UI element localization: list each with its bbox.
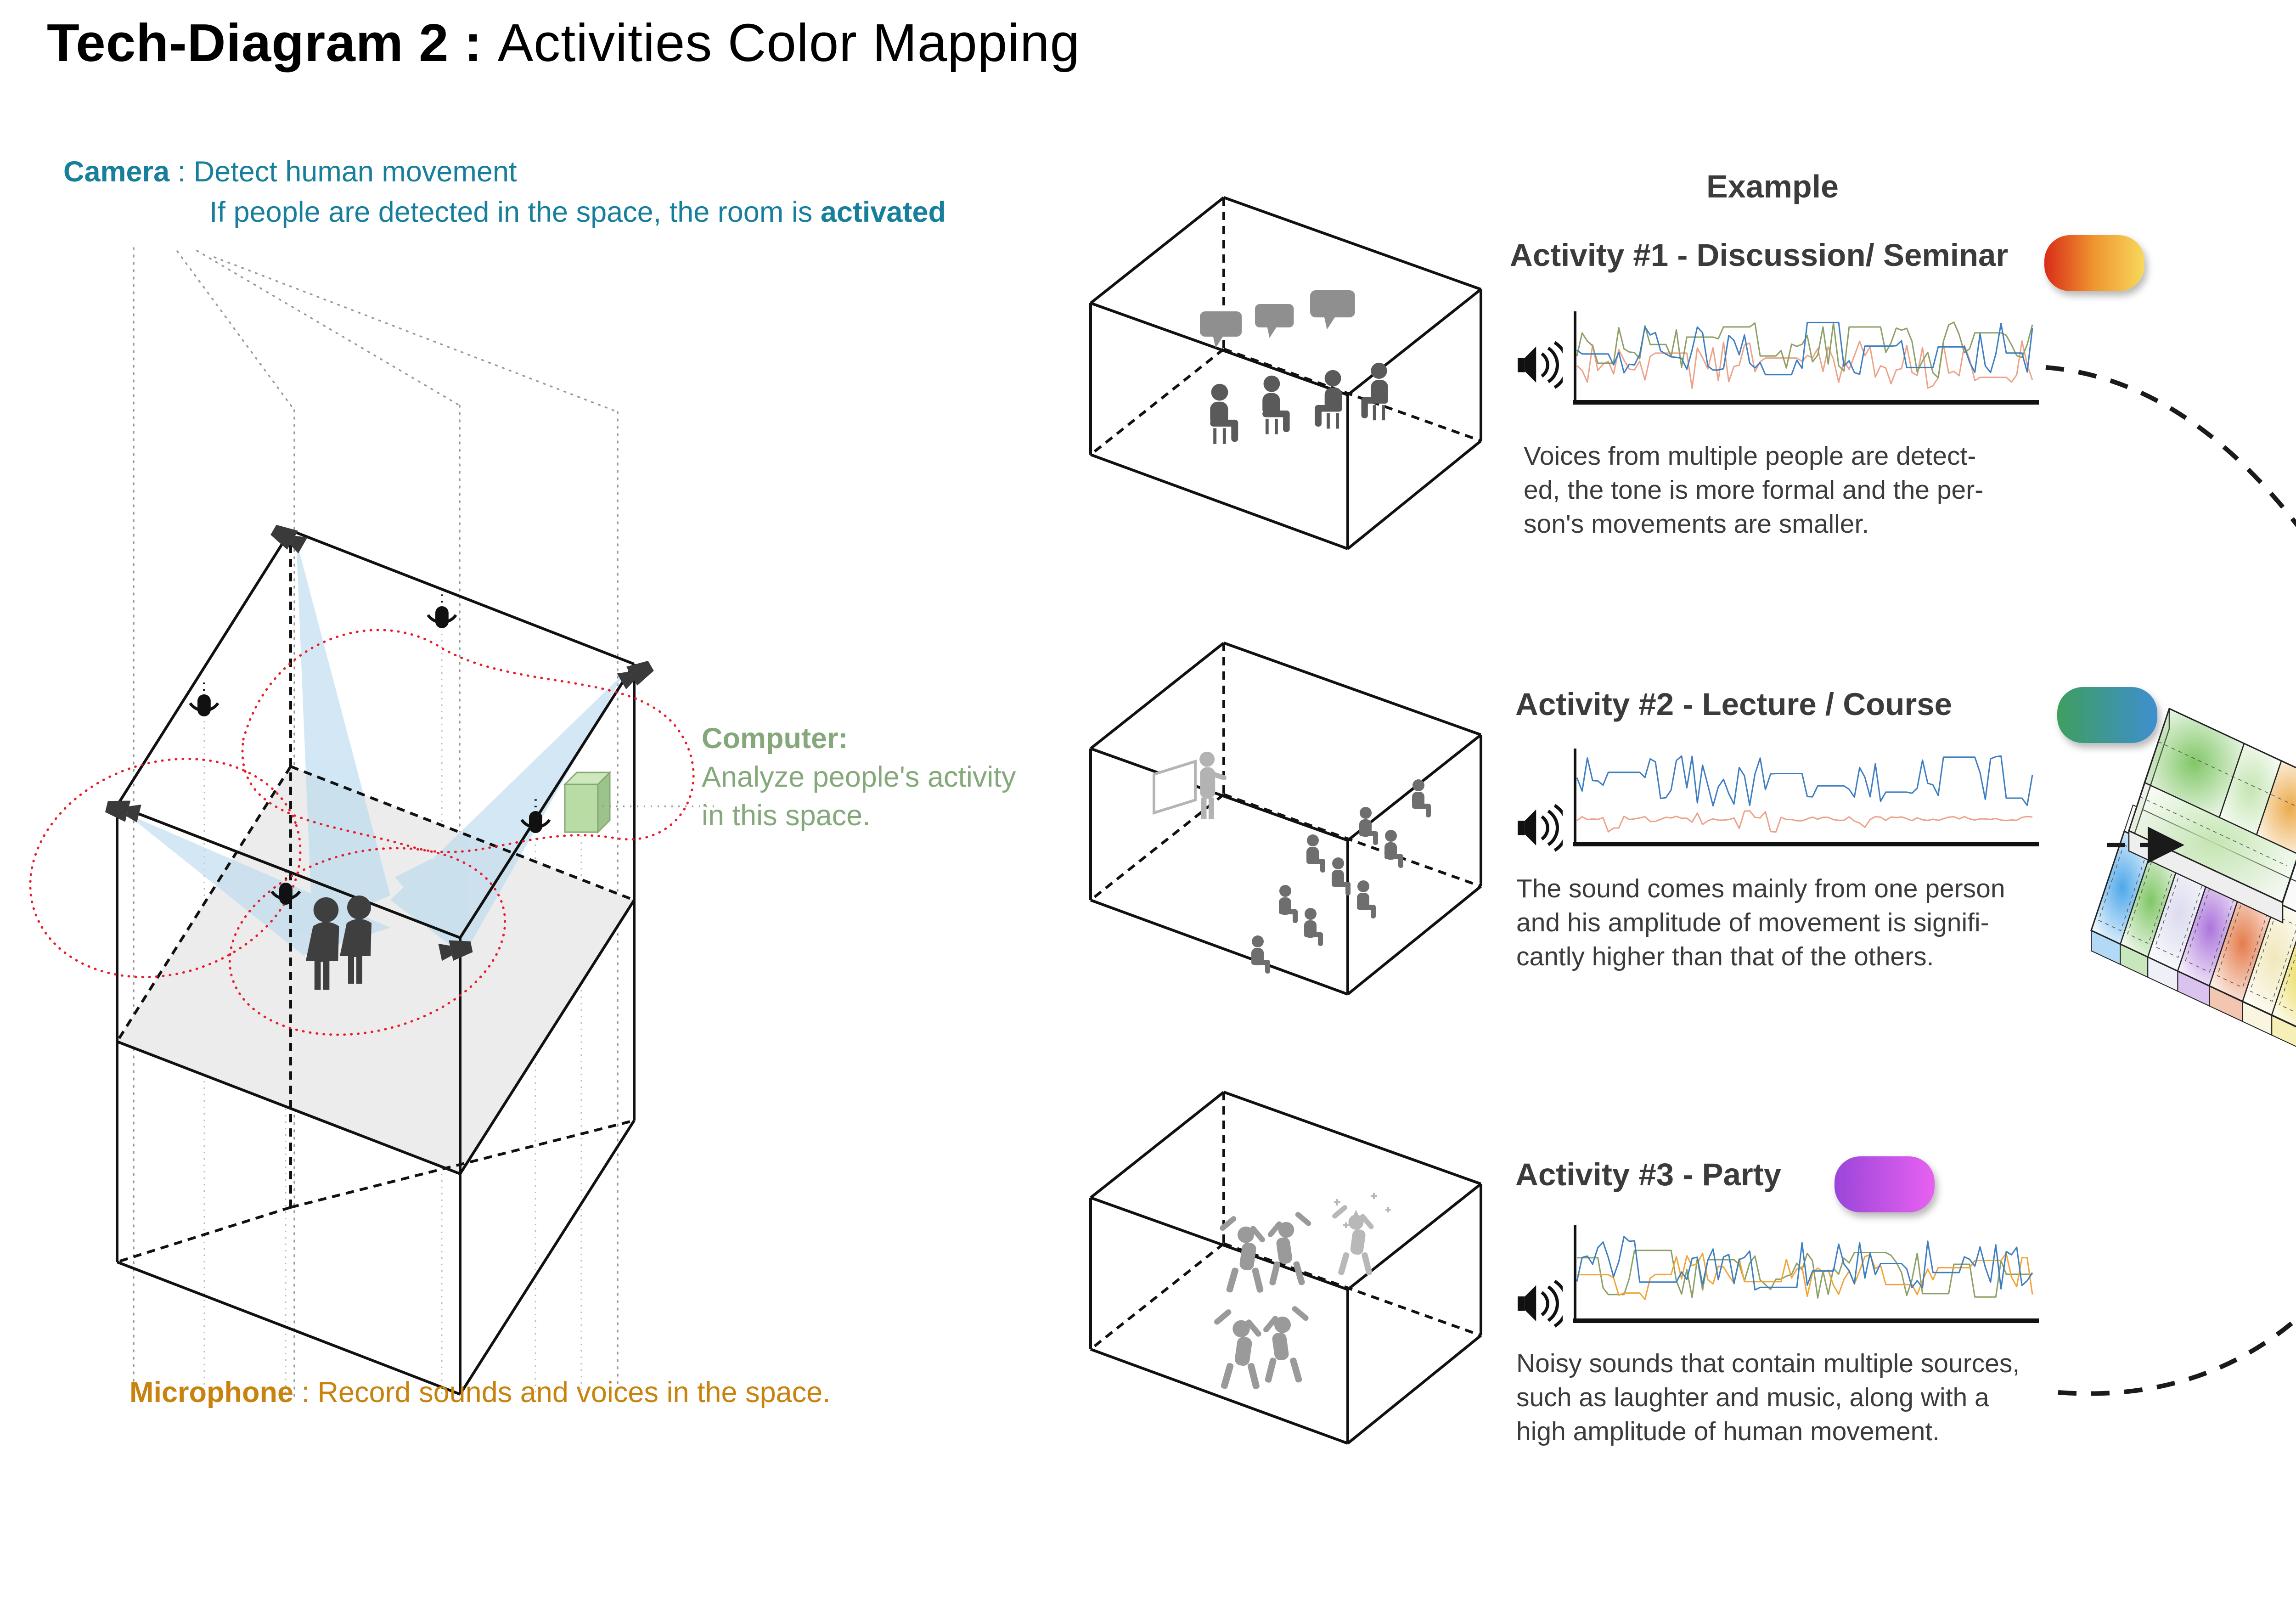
computer-text: Analyze people's activity — [702, 761, 1016, 793]
example-heading: Example — [1706, 169, 1839, 204]
activity3-color-pill — [1835, 1156, 1935, 1212]
activity1-cube — [1089, 196, 1482, 550]
party-hat-dancer — [1331, 1193, 1391, 1276]
camera-text: : Detect human movement — [169, 156, 517, 188]
speaker-icon — [1518, 804, 1563, 852]
computer-annotation: Computer: Analyze people's activity in t… — [702, 719, 1016, 835]
activity3-waveform — [1573, 1225, 2039, 1323]
computer-box — [563, 771, 612, 834]
page-title: Tech-Diagram 2 : Activities Color Mappin… — [47, 12, 1080, 73]
speaker-icon — [1518, 1279, 1563, 1328]
activity1-description: Voices from multiple people are detect-e… — [1524, 441, 1984, 539]
activity1-waveform — [1573, 311, 2039, 405]
computer-label: Computer: — [702, 722, 848, 755]
activity2-title: Activity #2 - Lecture / Course — [1515, 687, 1952, 722]
camera-label: Camera — [63, 156, 170, 188]
camera-annotation: Camera : Detect human movement If people… — [63, 152, 946, 232]
activity2-waveform — [1573, 749, 2039, 846]
title-prefix: Tech-Diagram 2 : — [47, 13, 498, 73]
camera-view-cones — [126, 540, 625, 955]
activity1-color-pill — [2044, 235, 2144, 291]
activity3-title: Activity #3 - Party — [1515, 1157, 1782, 1192]
arrow-activity1-to-map — [2045, 365, 2296, 528]
activity2-color-pill — [2057, 687, 2157, 743]
title-rest: Activities Color Mapping — [497, 13, 1080, 73]
activity2-cube — [1089, 642, 1482, 996]
mic-drop-lines — [203, 634, 582, 1396]
microphone-annotation: Microphone : Record sounds and voices in… — [129, 1372, 831, 1413]
whiteboard — [1153, 759, 1197, 815]
wing-top-left — [2128, 707, 2296, 924]
computer-text2: in this space. — [702, 800, 871, 832]
activity1-title: Activity #1 - Discussion/ Seminar — [1510, 237, 2009, 273]
detection-loops-red — [29, 629, 695, 1036]
activity3-cube — [1089, 1091, 1482, 1445]
room-cube-edges — [116, 529, 636, 1396]
speaker-icon — [1518, 341, 1563, 389]
map-room-yellow — [2271, 940, 2296, 1027]
bar-outline — [2090, 830, 2296, 1028]
sensor-room-diagram — [29, 247, 715, 1397]
microphone-label: Microphone — [129, 1376, 293, 1408]
activity3-description: Noisy sounds that contain multiple sourc… — [1516, 1349, 2020, 1446]
camera-text-activated: activated — [820, 196, 946, 228]
microphone-text: : Record sounds and voices in the space. — [293, 1376, 831, 1408]
camera-text-line2: If people are detected in the space, the… — [209, 196, 821, 228]
arrow-activity3-to-map — [2058, 1316, 2296, 1396]
